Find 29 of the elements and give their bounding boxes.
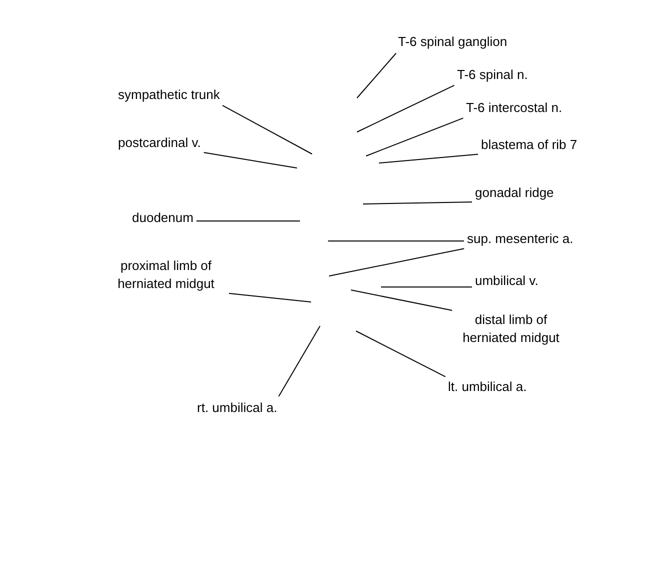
part-label: gonadal ridge bbox=[475, 184, 554, 202]
leader-line bbox=[362, 202, 472, 204]
part-label: distal limb of herniated midgut bbox=[455, 311, 567, 347]
part-label: rt. umbilical a. bbox=[197, 399, 278, 417]
leader-line bbox=[366, 118, 464, 156]
leader-line bbox=[356, 330, 446, 378]
part-label: duodenum bbox=[132, 209, 194, 227]
leader-line bbox=[203, 152, 298, 168]
part-label: lt. umbilical a. bbox=[448, 378, 527, 396]
leader-line bbox=[222, 104, 312, 154]
leader-line bbox=[328, 240, 464, 242]
leader-line bbox=[196, 220, 300, 222]
leader-line bbox=[350, 290, 453, 311]
part-label: T-6 intercostal n. bbox=[466, 99, 562, 117]
leader-line bbox=[328, 248, 465, 276]
leader-line bbox=[378, 154, 478, 164]
part-label: T-6 spinal n. bbox=[457, 66, 528, 84]
part-label: blastema of rib 7 bbox=[481, 136, 578, 154]
leader-line bbox=[228, 292, 312, 302]
leader-line bbox=[356, 84, 455, 132]
leader-line bbox=[278, 326, 320, 397]
leader-line bbox=[356, 52, 397, 98]
part-label: sup. mesenteric a. bbox=[467, 230, 574, 248]
part-label: sympathetic trunk bbox=[118, 86, 220, 104]
part-label: proximal limb of herniated midgut bbox=[106, 257, 226, 293]
part-label: umbilical v. bbox=[475, 272, 538, 290]
part-label: T-6 spinal ganglion bbox=[398, 33, 508, 51]
part-label: postcardinal v. bbox=[118, 134, 201, 152]
leader-line bbox=[380, 286, 472, 288]
